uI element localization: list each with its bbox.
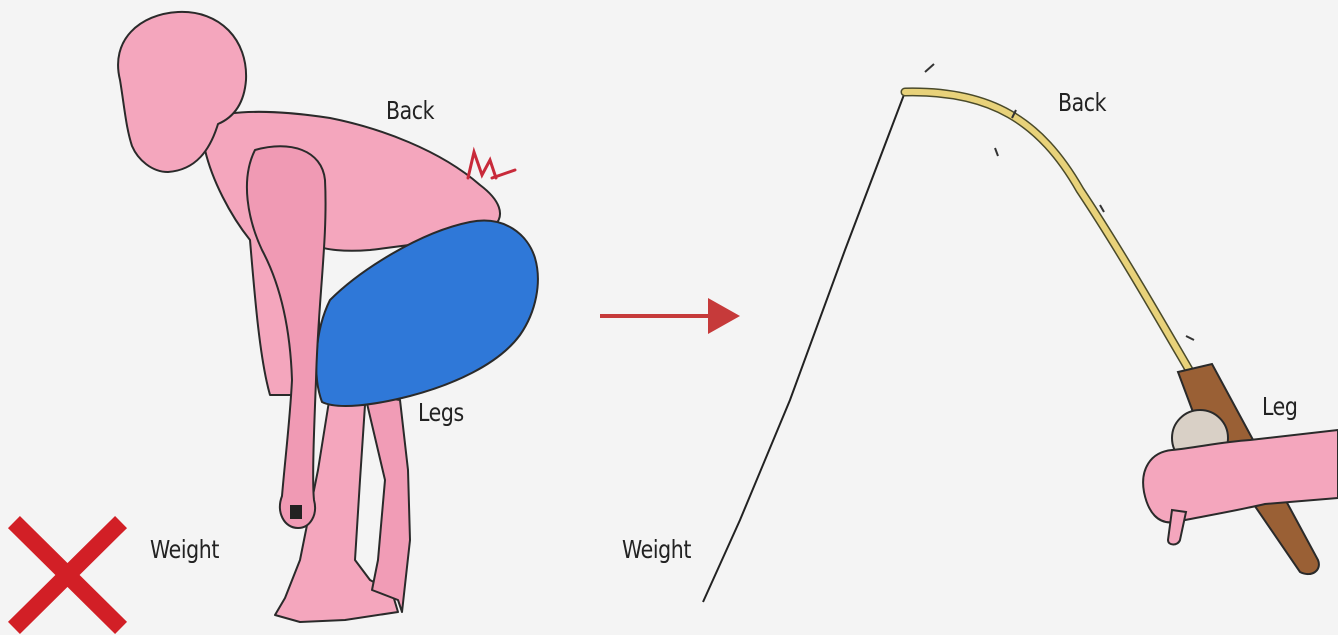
label-back-right: Back — [1058, 88, 1106, 117]
fishing-line — [703, 92, 905, 602]
fishing-rod-figure — [703, 64, 1338, 602]
hand-weight — [290, 505, 302, 519]
wrong-x-icon — [20, 528, 115, 622]
arrow-right-icon — [600, 298, 740, 334]
person-bending-figure — [118, 12, 538, 622]
rod-shaft-fill — [905, 92, 1195, 380]
label-weight-right: Weight — [622, 535, 691, 564]
label-leg: Leg — [1262, 392, 1297, 421]
pain-mark-icon — [468, 152, 515, 178]
label-back-left: Back — [386, 96, 434, 125]
person-front-leg — [365, 395, 410, 612]
rod-shaft — [905, 92, 1195, 380]
label-weight-left: Weight — [150, 535, 219, 564]
hand-finger-thumb — [1168, 510, 1186, 545]
label-legs: Legs — [418, 398, 464, 427]
